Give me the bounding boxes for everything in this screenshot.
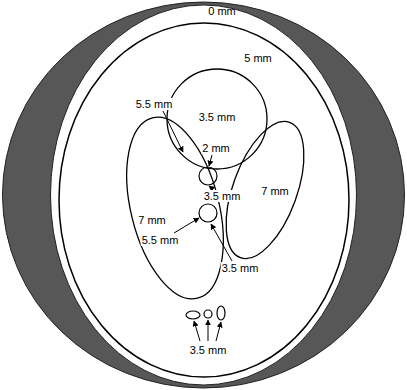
thickness-label: 7 mm	[138, 214, 166, 227]
ellipse-insert: 7 mm	[120, 108, 230, 308]
dimension-label: 3.5 mm	[189, 344, 228, 356]
thickness-label: 5 mm	[244, 52, 272, 65]
dimension-label: 5.5 mm	[141, 234, 180, 246]
dimension-label: 2 mm	[201, 142, 231, 154]
dimension-label: 5.5 mm	[135, 98, 174, 110]
leader-arrow	[163, 111, 232, 341]
node-outline	[120, 108, 230, 308]
thickness-label: 0 mm	[208, 5, 236, 18]
thickness-label: 3.5 mm	[199, 111, 236, 124]
thickness-label: 7 mm	[261, 185, 289, 198]
dimension-label: 3.5 mm	[221, 262, 260, 274]
dimension-label: 3.5 mm	[203, 190, 242, 202]
